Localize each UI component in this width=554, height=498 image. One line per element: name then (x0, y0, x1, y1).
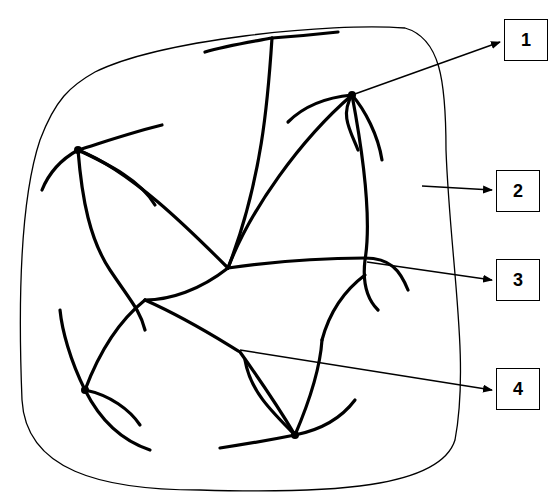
callout-box: 2 (496, 170, 540, 212)
callout-box: 3 (496, 259, 540, 301)
callout-box: 1 (504, 19, 548, 61)
callout-number: 1 (521, 31, 531, 49)
tooth-outline (20, 27, 460, 491)
callout-number: 3 (513, 271, 523, 289)
callout-box: 4 (496, 368, 540, 410)
callout-number: 2 (513, 182, 523, 200)
callout-number: 4 (513, 380, 523, 398)
leader-arrows (240, 42, 500, 390)
cusp-pits (74, 91, 356, 439)
